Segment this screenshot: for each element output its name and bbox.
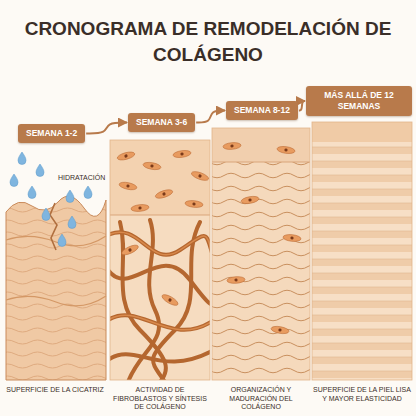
skin-layer-line (6, 296, 106, 306)
stage-label: SEMANA 3-6 (136, 117, 187, 128)
collagen-fibers (110, 220, 210, 380)
panel-caption: ACTIVIDAD DE FIBROBLASTOS Y SÍNTESIS DE … (110, 386, 210, 412)
fibroblast-panel (110, 140, 210, 380)
fibroblast (143, 161, 162, 171)
water-drop (84, 186, 92, 199)
fibroblast (283, 234, 302, 242)
stage-arrow (196, 111, 225, 123)
fibroblast (227, 276, 245, 284)
fibroblast (241, 195, 260, 205)
organized-collagen (212, 128, 310, 380)
fibroblast (120, 243, 139, 257)
stage-tab: SEMANA 8-12 (226, 101, 298, 120)
fibroblast (185, 200, 204, 208)
fibroblast (277, 145, 296, 154)
fibroblast (131, 204, 150, 212)
scar-crack (50, 203, 57, 250)
fiber-highlights (110, 232, 210, 330)
callout-label: HIDRATACIÓN (56, 174, 107, 183)
layer-line (212, 162, 310, 163)
fibroblast (190, 170, 209, 182)
panel-border (312, 122, 412, 380)
stage-arrow (299, 101, 305, 111)
water-drop (68, 216, 76, 229)
fibroblast (173, 149, 192, 158)
panel-caption: ORGANIZACIÓN Y MADURACIÓN DEL COLÁGENO (211, 386, 311, 412)
panel-border (110, 140, 210, 380)
skin-layer-line (6, 236, 106, 246)
water-drop (28, 186, 36, 199)
water-drop (58, 234, 66, 247)
layer-line (110, 215, 210, 216)
water-drop (66, 190, 74, 203)
cell-layer (110, 140, 210, 215)
water-drop (10, 174, 18, 187)
scar-panel (6, 152, 106, 380)
scar-skin (6, 196, 106, 380)
water-drop (18, 152, 26, 165)
fibroblast (271, 325, 290, 335)
fibroblast (223, 142, 242, 150)
stage-label: MÁS ALLÁ DE 12 SEMANAS (314, 90, 404, 112)
fibroblast (161, 293, 180, 308)
stage-tab: SEMANA 3-6 (128, 113, 195, 132)
stage-arrow (86, 123, 127, 134)
maturation-panel (212, 128, 310, 380)
diagram-title: CRONOGRAMA DE REMODELACIÓN DE COLÁGENO (8, 16, 408, 68)
stage-tab: MÁS ALLÁ DE 12 SEMANAS (306, 86, 412, 116)
skin-surface (312, 122, 412, 142)
stage-label: SEMANA 1-2 (26, 128, 77, 139)
smooth-skin (312, 122, 412, 380)
panel-border (212, 128, 310, 380)
stage-tab: SEMANA 1-2 (18, 124, 85, 143)
fibroblast (119, 181, 138, 191)
water-drop (36, 164, 44, 177)
water-drop (42, 208, 50, 221)
panel-caption: SUPERFICIE DE LA CICATRIZ (5, 386, 105, 395)
panel-caption: SUPERFICIE DE LA PIEL LISA Y MAYOR ELAST… (312, 386, 412, 403)
top-layer (212, 128, 310, 162)
fibroblast (154, 188, 173, 200)
fibroblast (116, 150, 135, 161)
smooth-panel (312, 122, 412, 380)
stage-label: SEMANA 8-12 (234, 105, 290, 116)
